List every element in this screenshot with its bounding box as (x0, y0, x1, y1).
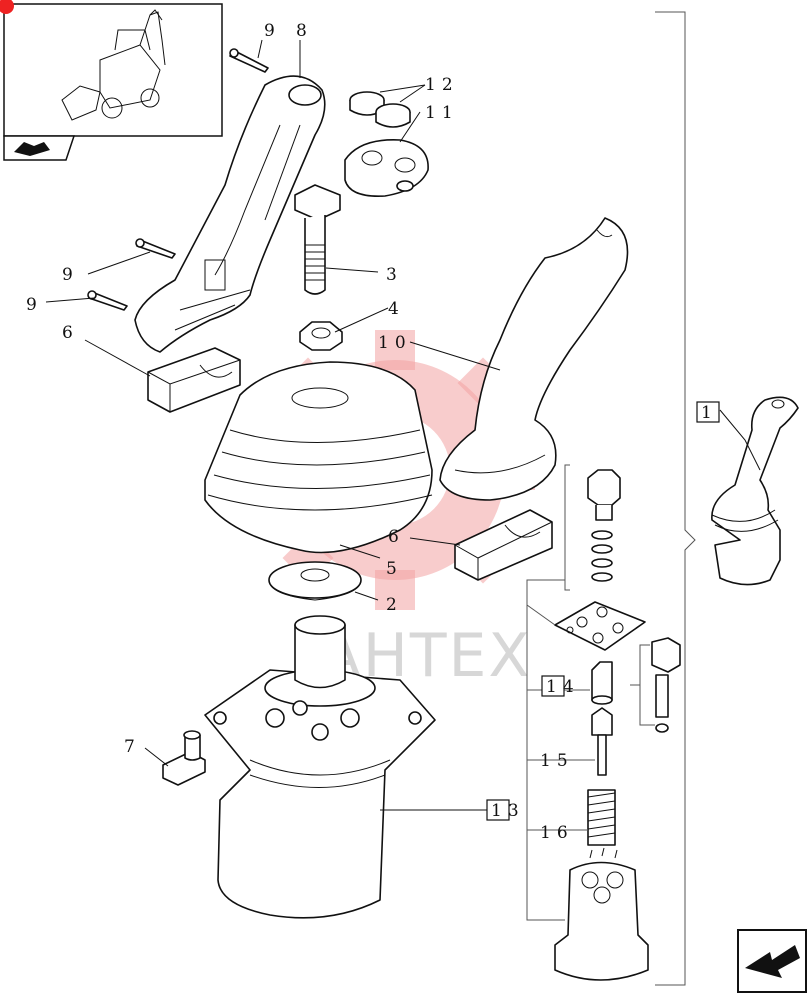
callout-4: 4 (388, 299, 405, 319)
lead-cover (526, 604, 556, 626)
lead-pin-bottom (639, 685, 655, 726)
lever-bracket-part-8 (134, 75, 326, 353)
callout-10: 10 (378, 333, 412, 353)
nut-part-4 (299, 321, 343, 351)
callout-16: 16 (540, 823, 574, 843)
cartridge-top-part (587, 469, 621, 521)
backhoe-loader-thumbnail (61, 9, 166, 121)
boss-plate-part-11 (344, 139, 429, 197)
spindle-part-15 (591, 707, 613, 776)
callout-8: 8 (296, 21, 313, 41)
callout-6-right: 6 (388, 527, 405, 547)
callout-3: 3 (386, 265, 403, 285)
arrow-next-icon[interactable] (737, 929, 807, 993)
callout-box-13 (486, 799, 510, 821)
callout-1: 1 (701, 403, 718, 423)
corner-marker (0, 0, 14, 14)
callout-9-mid: 9 (62, 265, 79, 285)
callout-7: 7 (124, 737, 141, 757)
leader-lines (45, 39, 761, 811)
callout-6-left: 6 (62, 323, 79, 343)
plunger-part-14 (591, 661, 613, 705)
callout-13: 13 (491, 801, 525, 821)
half-block-part-6a (147, 347, 241, 413)
washer-part-2 (268, 561, 362, 601)
grip-lever-part-10 (439, 217, 629, 501)
callout-14: 14 (546, 677, 580, 697)
half-block-part-6b (454, 509, 553, 581)
screw-part-9a (229, 48, 269, 73)
thumbnail-frame[interactable] (0, 0, 223, 161)
rubber-boot-part-5 (204, 361, 433, 554)
fitting-part-7 (162, 730, 206, 786)
pin-assembly (651, 637, 681, 733)
joystick-assembly-part-1 (711, 396, 799, 586)
callout-2: 2 (386, 595, 403, 615)
screw-part-9c (87, 290, 128, 311)
callout-5: 5 (386, 559, 403, 579)
callout-9-low: 9 (26, 295, 43, 315)
callout-11: 11 (425, 103, 459, 123)
bolt-part-3 (294, 184, 341, 295)
o-ring-stack (591, 530, 613, 582)
callout-box-14 (541, 675, 565, 697)
arrow-left-icon (14, 142, 50, 156)
subgroup-bracket-main (526, 579, 565, 921)
callout-9-top: 9 (264, 21, 281, 41)
callout-15: 15 (540, 751, 574, 771)
callout-12: 12 (425, 75, 459, 95)
screw-part-9b (135, 238, 176, 259)
group-bracket (655, 11, 696, 986)
subgroup-bracket-top (564, 464, 570, 591)
cover-plate-part (554, 601, 646, 651)
spring-part-16 (587, 789, 616, 846)
valve-housing-part (554, 847, 649, 981)
valve-body-assembly (204, 615, 436, 919)
callout-box-1 (696, 401, 720, 423)
cap-part-12b (375, 103, 411, 128)
lead-pin-top (630, 644, 650, 686)
